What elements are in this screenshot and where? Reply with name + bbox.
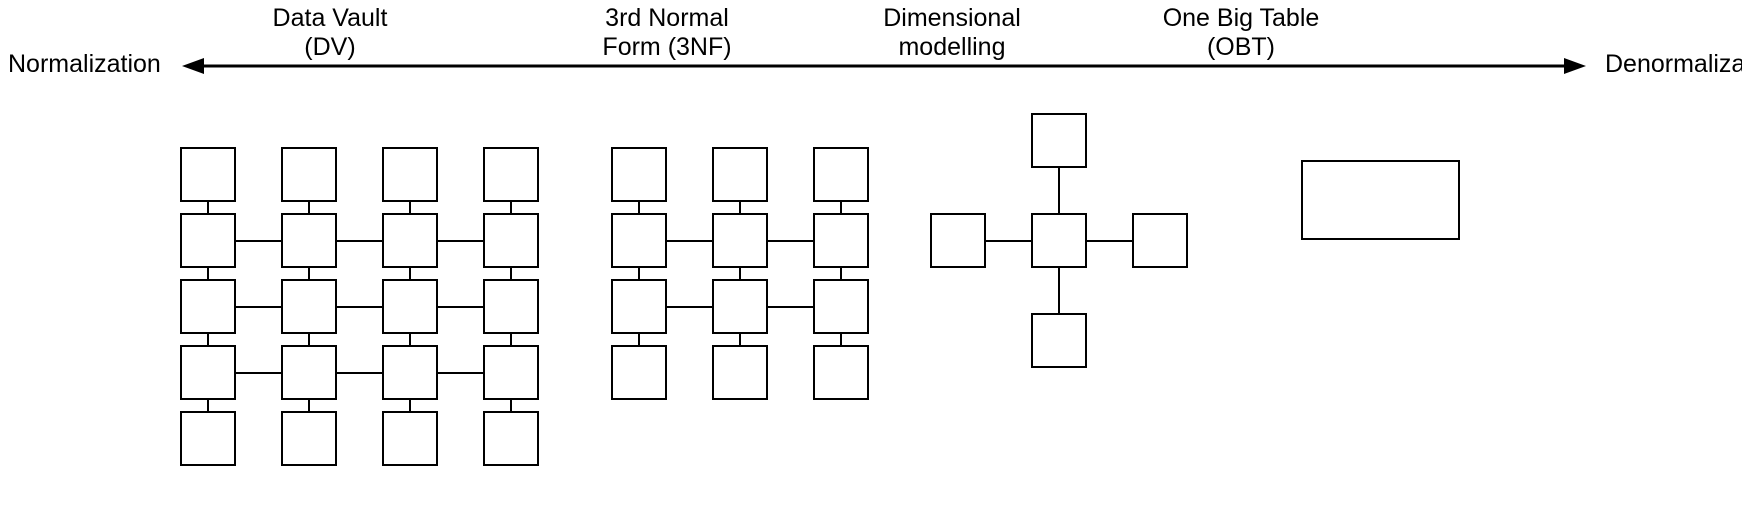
axis-label-normalization: Normalization	[8, 50, 161, 78]
connector-vertical	[308, 268, 310, 279]
connector-vertical	[510, 334, 512, 345]
table-node	[180, 279, 236, 334]
table-node	[712, 147, 768, 202]
dimension-table-node	[1031, 313, 1087, 368]
connector-horizontal	[337, 305, 382, 308]
connector-vertical	[409, 334, 411, 345]
connector-vertical	[207, 202, 209, 213]
fact-table-node	[1031, 213, 1087, 268]
connector-vertical	[510, 202, 512, 213]
connector-vertical	[510, 268, 512, 279]
table-node	[281, 213, 337, 268]
table-node	[180, 411, 236, 466]
connector-horizontal	[667, 305, 712, 308]
connector-vertical	[409, 268, 411, 279]
connector-horizontal	[236, 305, 281, 308]
connector-horizontal	[986, 239, 1031, 242]
table-node	[281, 345, 337, 400]
connector-horizontal	[438, 305, 483, 308]
connector-vertical	[308, 202, 310, 213]
connector-vertical	[1058, 268, 1060, 313]
table-node	[611, 345, 667, 400]
normalization-axis-arrow-icon	[182, 58, 1586, 74]
table-node	[180, 147, 236, 202]
connector-vertical	[308, 400, 310, 411]
connector-vertical	[840, 268, 842, 279]
connector-horizontal	[337, 371, 382, 374]
table-node	[382, 411, 438, 466]
dimension-table-node	[930, 213, 986, 268]
table-node	[483, 213, 539, 268]
connector-horizontal	[337, 239, 382, 242]
connector-vertical	[739, 334, 741, 345]
table-node	[611, 213, 667, 268]
connector-horizontal	[236, 371, 281, 374]
connector-vertical	[638, 202, 640, 213]
table-node	[180, 345, 236, 400]
connector-vertical	[409, 400, 411, 411]
stage-label-one-big-table: One Big Table (OBT)	[1162, 4, 1320, 61]
table-node	[813, 213, 869, 268]
connector-horizontal	[438, 239, 483, 242]
stage-label-data-vault: Data Vault (DV)	[272, 4, 388, 61]
table-node	[483, 345, 539, 400]
axis-label-denormalization: Denormalization	[1605, 50, 1742, 78]
connector-vertical	[207, 400, 209, 411]
table-node	[382, 147, 438, 202]
one-big-table-node	[1301, 160, 1460, 240]
table-node	[712, 345, 768, 400]
table-node	[382, 279, 438, 334]
connector-vertical	[207, 268, 209, 279]
table-node	[611, 147, 667, 202]
table-node	[281, 279, 337, 334]
connector-vertical	[840, 334, 842, 345]
dimension-table-node	[1132, 213, 1188, 268]
connector-horizontal	[768, 239, 813, 242]
table-node	[382, 213, 438, 268]
table-node	[382, 345, 438, 400]
table-node	[483, 147, 539, 202]
connector-vertical	[510, 400, 512, 411]
connector-vertical	[207, 334, 209, 345]
stage-label-3nf: 3rd Normal Form (3NF)	[602, 4, 732, 61]
table-node	[813, 345, 869, 400]
connector-horizontal	[438, 371, 483, 374]
connector-vertical	[638, 268, 640, 279]
connector-vertical	[308, 334, 310, 345]
dimension-table-node	[1031, 113, 1087, 168]
table-node	[483, 279, 539, 334]
table-node	[813, 147, 869, 202]
connector-horizontal	[1087, 239, 1132, 242]
table-node	[483, 411, 539, 466]
table-node	[281, 411, 337, 466]
connector-vertical	[739, 268, 741, 279]
table-node	[180, 213, 236, 268]
table-node	[611, 279, 667, 334]
connector-horizontal	[236, 239, 281, 242]
connector-horizontal	[768, 305, 813, 308]
connector-vertical	[840, 202, 842, 213]
table-node	[712, 279, 768, 334]
connector-vertical	[1058, 168, 1060, 213]
connector-vertical	[638, 334, 640, 345]
table-node	[281, 147, 337, 202]
table-node	[712, 213, 768, 268]
table-node	[813, 279, 869, 334]
connector-horizontal	[667, 239, 712, 242]
connector-vertical	[409, 202, 411, 213]
connector-vertical	[739, 202, 741, 213]
stage-label-dimensional-modelling: Dimensional modelling	[883, 4, 1021, 61]
